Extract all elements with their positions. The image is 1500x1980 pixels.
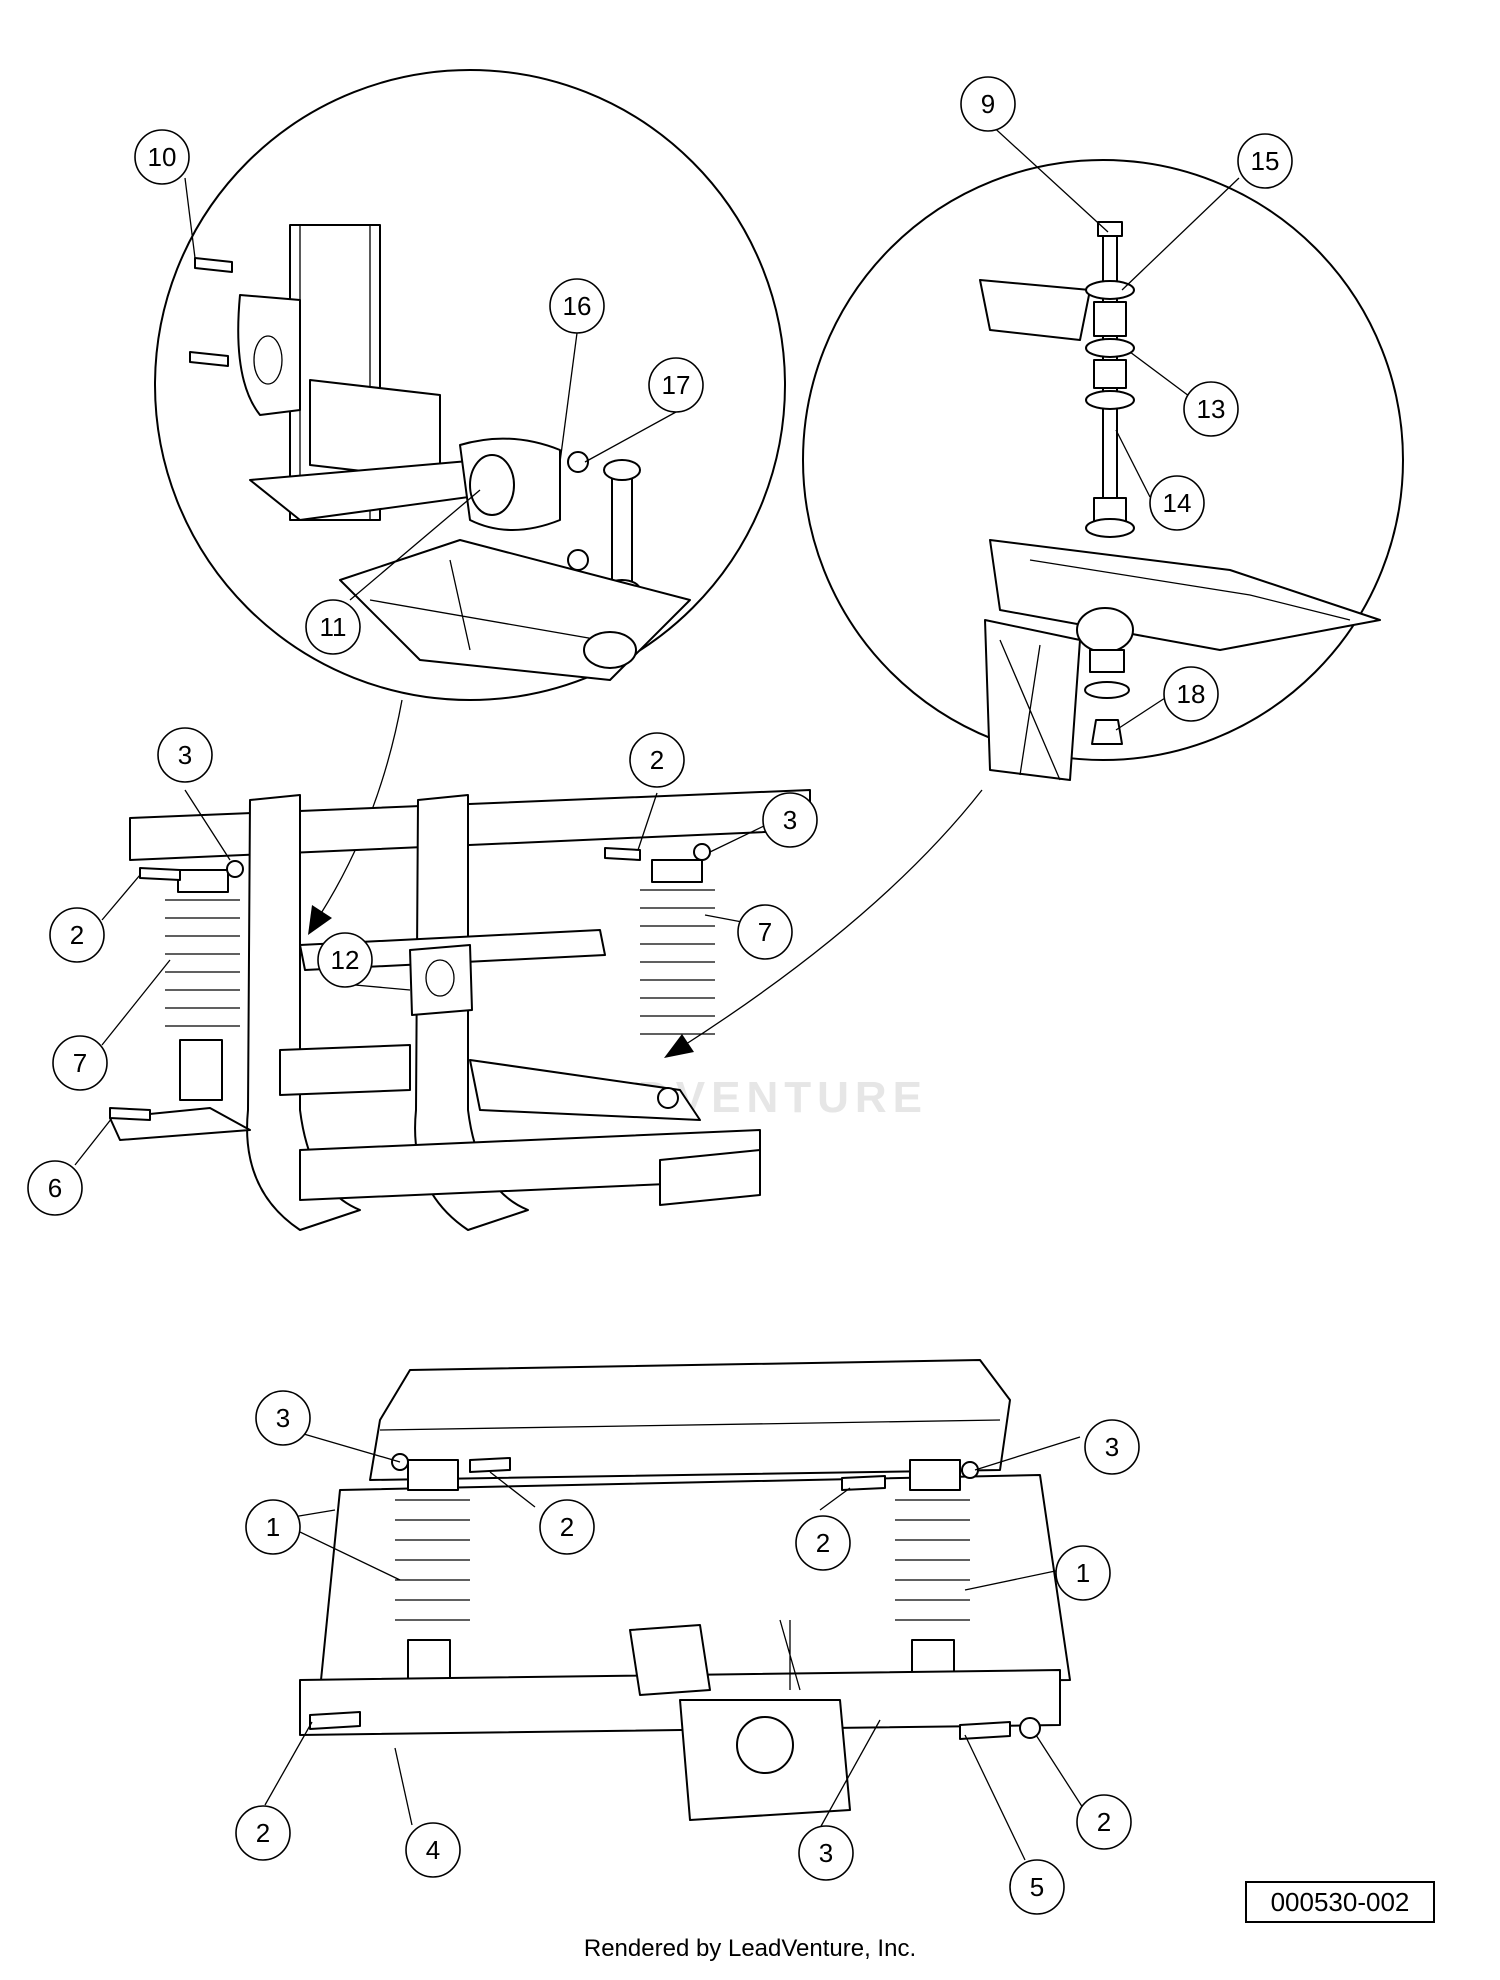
svg-text:14: 14 [1163,488,1192,518]
callout-4: 4 [405,1822,461,1878]
callout-1: 1 [1055,1545,1111,1601]
svg-text:3: 3 [783,805,797,835]
footer-credit: Rendered by LeadVenture, Inc. [583,1935,917,1962]
svg-text:1: 1 [1076,1558,1090,1588]
callout-14: 14 [1149,475,1205,531]
callout-12: 12 [317,932,373,988]
svg-text:3: 3 [819,1838,833,1868]
svg-text:5: 5 [1030,1872,1044,1902]
svg-text:2: 2 [816,1528,830,1558]
callout-3: 3 [157,727,213,783]
callout-5: 5 [1009,1859,1065,1915]
svg-text:12: 12 [331,945,360,975]
svg-text:13: 13 [1197,394,1226,424]
callout-1: 1 [245,1499,301,1555]
svg-text:4: 4 [426,1835,440,1865]
svg-text:1: 1 [266,1512,280,1542]
svg-text:2: 2 [650,745,664,775]
front-suspension-assembly [109,789,811,1231]
callout-11: 11 [305,599,361,655]
callout-3: 3 [255,1390,311,1446]
callout-2: 2 [235,1805,291,1861]
callout-2: 2 [49,907,105,963]
detail-view-left [154,69,786,701]
svg-text:2: 2 [1097,1807,1111,1837]
svg-text:2: 2 [560,1512,574,1542]
callout-3: 3 [1084,1419,1140,1475]
svg-text:2: 2 [70,920,84,950]
svg-text:3: 3 [1105,1432,1119,1462]
svg-text:15: 15 [1251,146,1280,176]
svg-text:3: 3 [276,1403,290,1433]
svg-text:7: 7 [73,1048,87,1078]
svg-text:18: 18 [1177,679,1206,709]
svg-text:16: 16 [563,291,592,321]
callout-7: 7 [52,1035,108,1091]
callout-2: 2 [629,732,685,788]
callout-10: 10 [134,129,190,185]
callout-18: 18 [1163,666,1219,722]
svg-text:11: 11 [320,612,347,642]
svg-text:6: 6 [48,1173,62,1203]
rear-suspension-assembly [299,1359,1071,1821]
svg-text:3: 3 [178,740,192,770]
svg-text:9: 9 [981,89,995,119]
callout-6: 6 [27,1160,83,1216]
callout-9: 9 [960,76,1016,132]
callout-15: 15 [1237,133,1293,189]
callout-13: 13 [1183,381,1239,437]
detail-view-right [802,159,1404,781]
callout-2: 2 [795,1515,851,1571]
callout-2: 2 [539,1499,595,1555]
callout-17: 17 [648,357,704,413]
callout-3: 3 [798,1825,854,1881]
callout-3: 3 [762,792,818,848]
svg-text:17: 17 [662,370,691,400]
svg-text:10: 10 [148,142,177,172]
svg-text:7: 7 [758,917,772,947]
svg-text:2: 2 [256,1818,270,1848]
leader-lines [74,121,1240,1861]
diagram-reference-number: 000530-002 [1245,1881,1435,1923]
callout-2: 2 [1076,1794,1132,1850]
callout-16: 16 [549,278,605,334]
callout-7: 7 [737,904,793,960]
